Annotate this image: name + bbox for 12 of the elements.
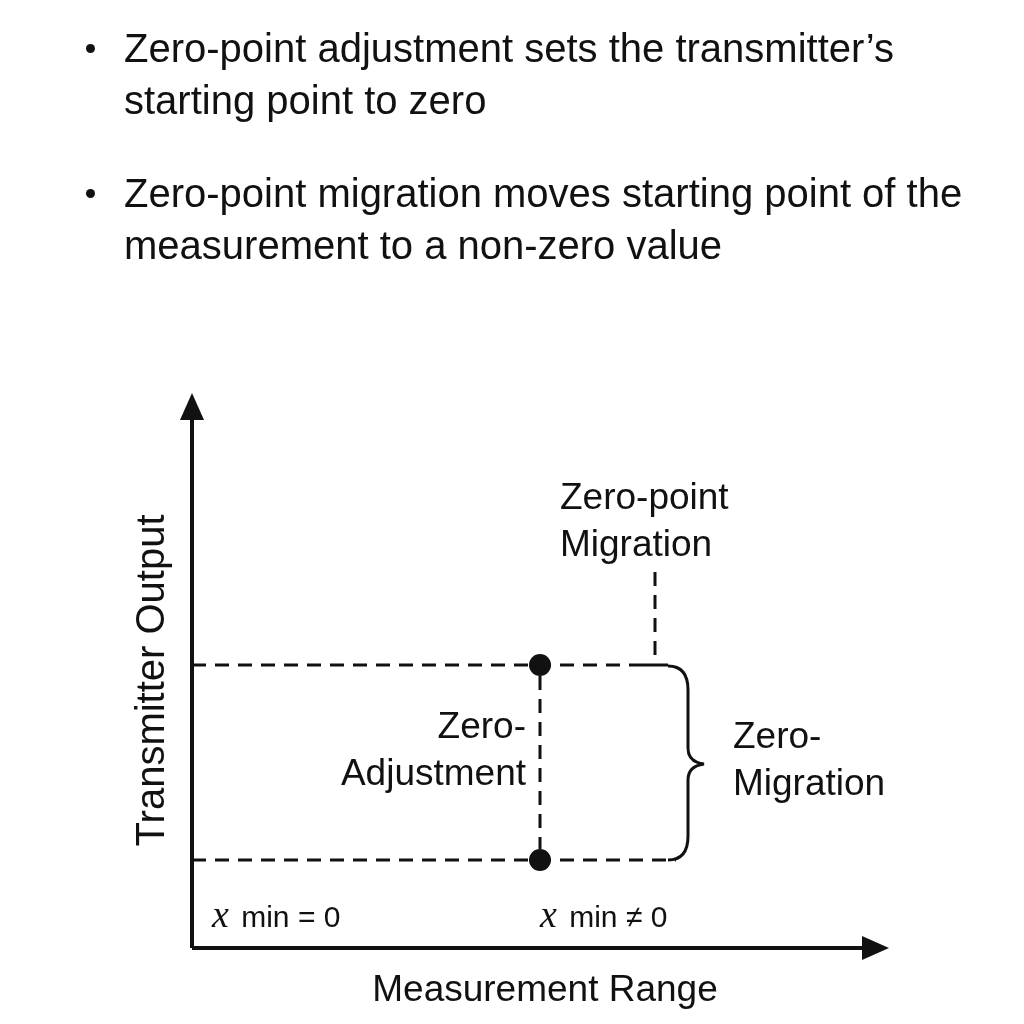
axis-title: Measurement Range xyxy=(371,967,719,1011)
point-marker xyxy=(529,849,551,871)
dashed-connector xyxy=(538,676,542,849)
axis-tick-label: x min = 0 xyxy=(212,892,341,937)
bullet-text: Zero-point migration moves starting point of the measurement to a non-zero value xyxy=(124,170,964,269)
annotation-text: Zero- Adjustment xyxy=(339,704,526,795)
bullet-text: Zero-point adjustment sets the transmitter’s starting point to zero xyxy=(124,25,895,124)
axis-tick-label: x min ≠ 0 xyxy=(540,892,668,937)
bracket-label: Zero- Migration xyxy=(733,714,887,805)
annotation-text: Zero-point Migration xyxy=(560,475,730,566)
axis-title: Transmitter Output xyxy=(126,513,173,846)
point-marker xyxy=(529,654,551,676)
